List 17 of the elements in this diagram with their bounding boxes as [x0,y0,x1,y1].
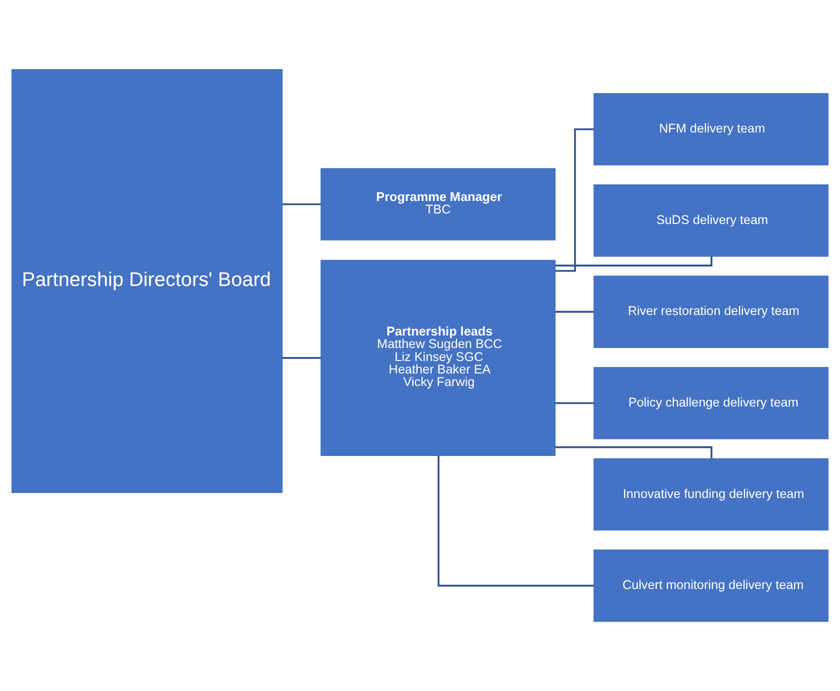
node-box: Innovative funding delivery team [594,458,829,531]
connector [555,310,594,313]
node-box: NFM delivery team [594,93,829,166]
node-box: River restoration delivery team [594,276,829,348]
connector [555,446,712,459]
connector [438,456,594,587]
connector [555,256,712,266]
connector [282,203,321,206]
node-box: SuDS delivery team [594,184,829,257]
connector [555,128,594,272]
node-box: Partnership Directors' Board [11,69,283,494]
connector [282,357,321,359]
node-box: Culvert monitoring delivery team [594,550,829,622]
connector [555,402,594,404]
node-box: Policy challenge delivery team [594,366,829,440]
node-box: Partnership leads Matthew Sugden BCC Liz Kinsey SGC Heather Baker EA Vicky Farwig [320,260,556,456]
node-box: Programme Manager TBC [320,168,556,240]
